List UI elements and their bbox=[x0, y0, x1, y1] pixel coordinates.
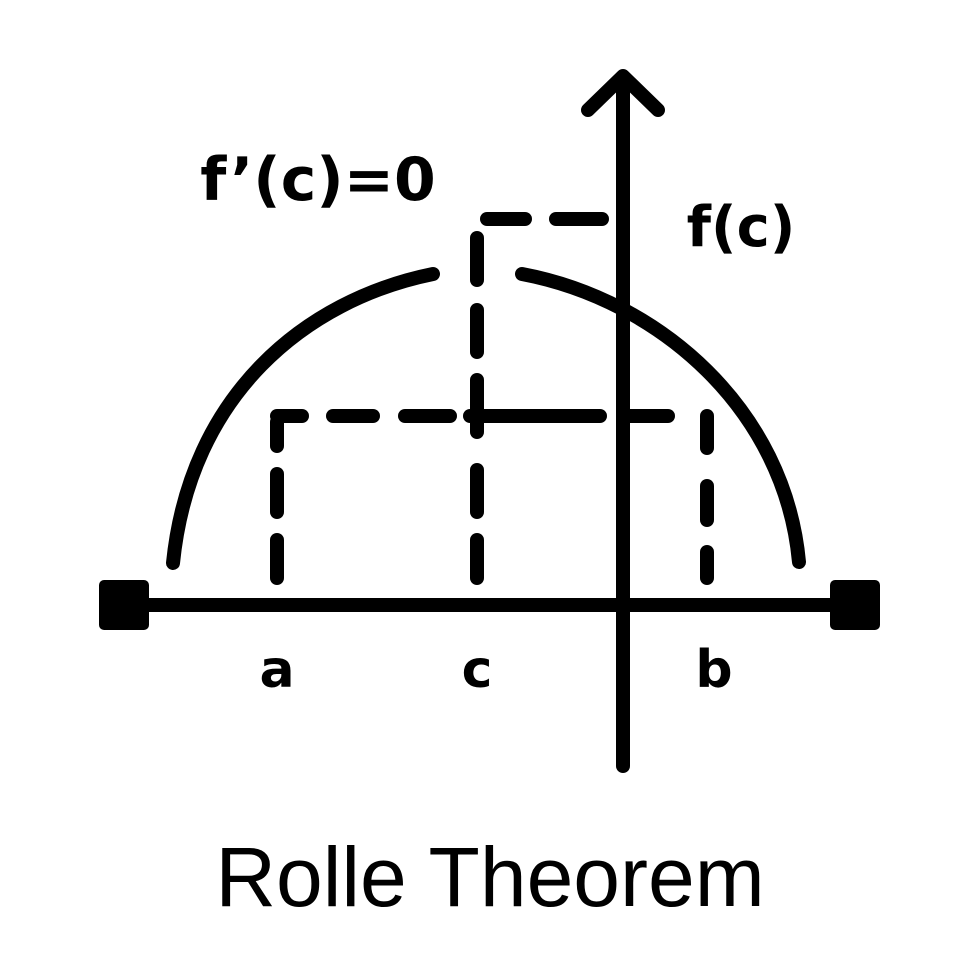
curve-left-arc bbox=[166, 267, 440, 570]
point-a-label: a bbox=[259, 640, 294, 700]
derivative-label: f’(c)=0 bbox=[200, 145, 435, 215]
dashed-guides bbox=[270, 212, 714, 585]
point-c-label: c bbox=[462, 640, 493, 700]
curve-right-arc bbox=[515, 267, 806, 569]
caption-title: Rolle Theorem bbox=[215, 830, 764, 924]
function-value-label: f(c) bbox=[687, 195, 796, 260]
y-axis-arrow-head bbox=[581, 69, 665, 117]
x-axis-left-endpoint bbox=[99, 580, 149, 630]
point-b-label: b bbox=[695, 640, 732, 700]
x-axis-right-endpoint bbox=[830, 580, 880, 630]
